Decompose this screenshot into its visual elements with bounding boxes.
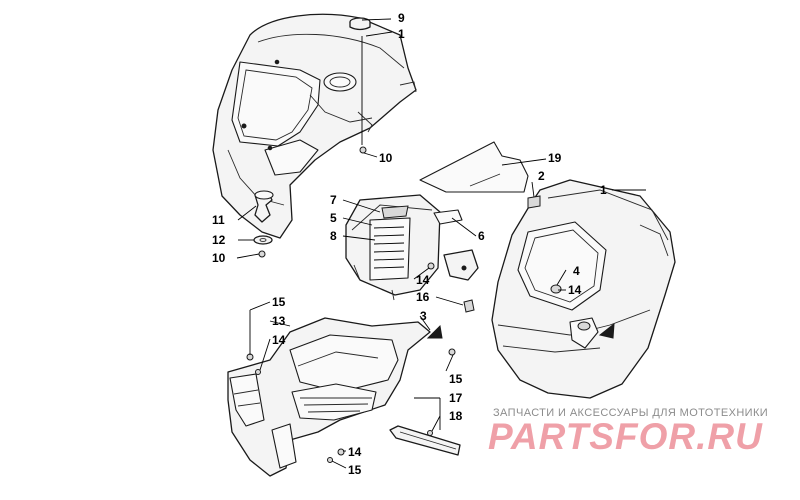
watermark-tagline: ЗАПЧАСТИ И АКСЕССУАРЫ ДЛЯ МОТОТЕХНИКИ xyxy=(493,407,769,419)
bushing xyxy=(254,190,274,223)
callout-label: 15 xyxy=(272,295,286,309)
screw-top xyxy=(359,146,367,154)
callout-label: 14 xyxy=(348,445,362,459)
callout-label: 18 xyxy=(449,409,463,423)
bracket xyxy=(527,195,541,209)
callout-label: 8 xyxy=(330,229,337,243)
callout-label: 15 xyxy=(348,463,362,477)
callout-label: 14 xyxy=(272,333,286,347)
rear-fender xyxy=(491,179,676,399)
callout-label: 1 xyxy=(398,27,405,41)
callout-label: 15 xyxy=(449,372,463,386)
callout-label: 5 xyxy=(330,211,337,225)
washer xyxy=(253,235,273,245)
callout-label: 3 xyxy=(420,309,427,323)
warning-label xyxy=(369,217,411,281)
watermark-logo: PARTSFOR.RU xyxy=(488,416,763,457)
callout-label: 6 xyxy=(478,229,485,243)
dash-cover-panel xyxy=(345,194,441,301)
callout-label: 19 xyxy=(548,151,562,165)
callout-labels: 9 1 10 11 12 10 7 5 8 6 19 2 1 4 14 16 1… xyxy=(212,11,607,477)
callout-label: 10 xyxy=(212,251,226,265)
callout-label: 14 xyxy=(568,283,582,297)
callout-label: 7 xyxy=(330,193,337,207)
screw-bottom-left xyxy=(258,250,266,258)
footwell xyxy=(227,317,456,477)
callout-label: 4 xyxy=(573,264,580,278)
mount-bracket xyxy=(427,249,479,281)
callout-label: 17 xyxy=(449,391,463,405)
heat-shield xyxy=(419,141,529,193)
callout-label: 10 xyxy=(379,151,393,165)
leader-lines xyxy=(236,18,646,469)
callout-label: 9 xyxy=(398,11,405,25)
callout-label: 14 xyxy=(416,273,430,287)
callout-label: 11 xyxy=(212,213,225,227)
callout-label: 1 xyxy=(600,183,607,197)
footrest-strip xyxy=(389,425,461,456)
callout-label: 2 xyxy=(538,169,545,183)
callout-label: 12 xyxy=(212,233,226,247)
clip xyxy=(463,299,475,313)
callout-label: 13 xyxy=(272,314,286,328)
callout-label: 16 xyxy=(416,290,430,304)
front-fender xyxy=(212,13,417,239)
